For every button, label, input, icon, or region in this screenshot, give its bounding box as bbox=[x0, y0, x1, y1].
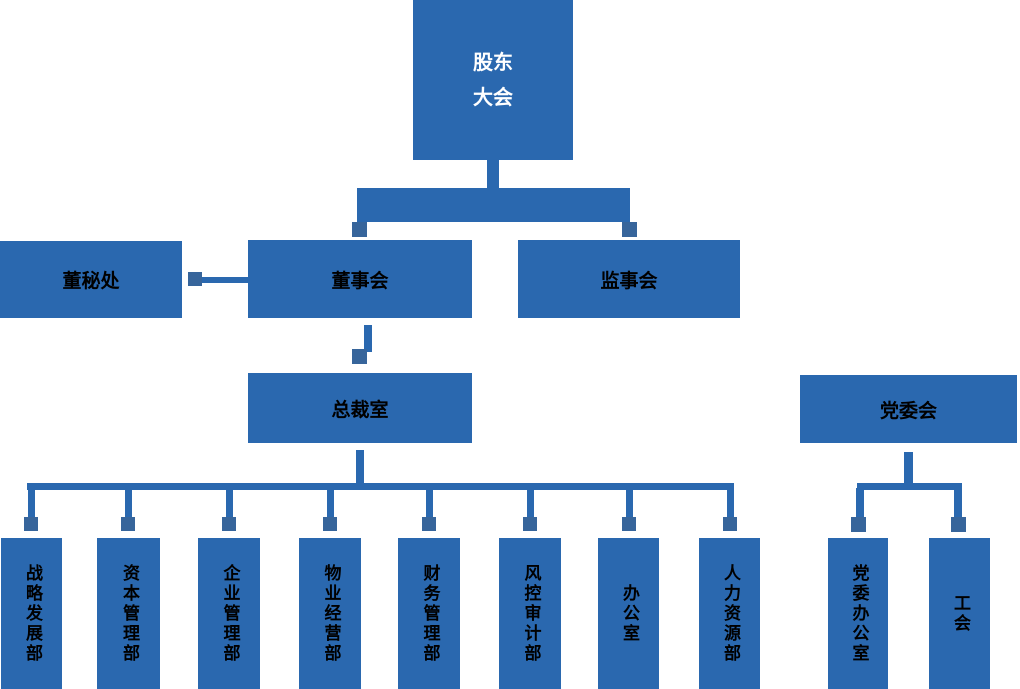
dept-label: 企业管理部 bbox=[219, 563, 240, 664]
connector-drop-6 bbox=[527, 488, 534, 518]
connector-party-rail bbox=[857, 483, 962, 490]
dept-label: 办公室 bbox=[619, 583, 639, 644]
node-president-office: 总裁室 bbox=[248, 373, 472, 443]
node-dept-labor-union: 工会 bbox=[929, 538, 990, 689]
dept-label: 资本管理部 bbox=[119, 563, 139, 664]
connector-party-stem bbox=[904, 452, 913, 487]
node-party-committee: 党委会 bbox=[800, 375, 1017, 443]
node-supervisory-label: 监事会 bbox=[600, 269, 658, 292]
dept-label: 工会 bbox=[950, 593, 970, 634]
connector-party-drop-2 bbox=[954, 488, 962, 518]
node-board-of-directors: 董事会 bbox=[248, 240, 472, 318]
node-dept-financial-management: 财务管理部 bbox=[398, 538, 460, 689]
node-shareholders-label-line2: 大会 bbox=[473, 85, 513, 109]
connector-president-stem bbox=[356, 450, 364, 487]
node-dept-property-operations: 物业经营部 bbox=[299, 538, 361, 689]
connector-handle-dept-5 bbox=[422, 517, 436, 531]
dept-label: 物业经营部 bbox=[320, 563, 341, 664]
connector-drop-5 bbox=[426, 488, 433, 518]
connector-handle-dept-6 bbox=[523, 517, 537, 531]
connector-board-stem bbox=[364, 325, 372, 352]
connector-handle-dept-3 bbox=[222, 517, 236, 531]
node-board-label: 董事会 bbox=[331, 269, 389, 292]
connector-handle-president bbox=[352, 349, 367, 364]
node-board-secretary-office: 董秘处 bbox=[0, 241, 182, 318]
connector-handle-party-dept-1 bbox=[851, 517, 866, 532]
dept-label: 财务管理部 bbox=[419, 563, 440, 664]
node-shareholders-meeting: 股东 大会 bbox=[413, 0, 573, 160]
connector-drop-7 bbox=[626, 488, 633, 518]
connector-root-stem bbox=[487, 160, 499, 189]
connector-handle-board bbox=[352, 222, 367, 237]
node-supervisory-board: 监事会 bbox=[518, 240, 740, 318]
connector-party-drop-1 bbox=[856, 488, 864, 518]
node-dept-party-committee-office: 党委办公室 bbox=[828, 538, 888, 689]
connector-drop-4 bbox=[327, 488, 334, 518]
connector-top-bar bbox=[357, 188, 630, 222]
node-party-label: 党委会 bbox=[879, 399, 937, 422]
node-dept-general-office: 办公室 bbox=[598, 538, 659, 689]
connector-drop-3 bbox=[226, 488, 233, 518]
node-shareholders-label: 股东 大会 bbox=[473, 45, 513, 115]
dept-label: 战略发展部 bbox=[22, 563, 42, 664]
connector-handle-dept-4 bbox=[323, 517, 337, 531]
node-board-secretary-label: 董秘处 bbox=[62, 270, 120, 292]
connector-handle-supervisory bbox=[622, 222, 637, 237]
connector-secretary-line bbox=[202, 277, 248, 283]
dept-label: 党委办公室 bbox=[848, 563, 869, 664]
connector-handle-dept-1 bbox=[24, 517, 38, 531]
connector-handle-party-dept-2 bbox=[951, 517, 966, 532]
node-dept-human-resources: 人力资源部 bbox=[699, 538, 760, 689]
node-dept-enterprise-management: 企业管理部 bbox=[198, 538, 260, 689]
node-dept-risk-control-audit: 风控审计部 bbox=[499, 538, 561, 689]
node-dept-strategic-development: 战略发展部 bbox=[1, 538, 62, 689]
node-shareholders-label-line1: 股东 bbox=[473, 50, 513, 74]
node-president-label: 总裁室 bbox=[331, 398, 389, 421]
connector-drop-8 bbox=[727, 488, 734, 518]
connector-handle-dept-8 bbox=[723, 517, 737, 531]
node-dept-capital-management: 资本管理部 bbox=[97, 538, 160, 689]
dept-label: 人力资源部 bbox=[720, 563, 740, 664]
connector-handle-dept-7 bbox=[622, 517, 636, 531]
connector-drop-2 bbox=[125, 488, 132, 518]
connector-main-rail bbox=[27, 483, 734, 490]
connector-handle-secretary bbox=[188, 272, 202, 286]
connector-handle-dept-2 bbox=[121, 517, 135, 531]
connector-drop-1 bbox=[28, 488, 35, 518]
dept-label: 风控审计部 bbox=[520, 563, 541, 664]
